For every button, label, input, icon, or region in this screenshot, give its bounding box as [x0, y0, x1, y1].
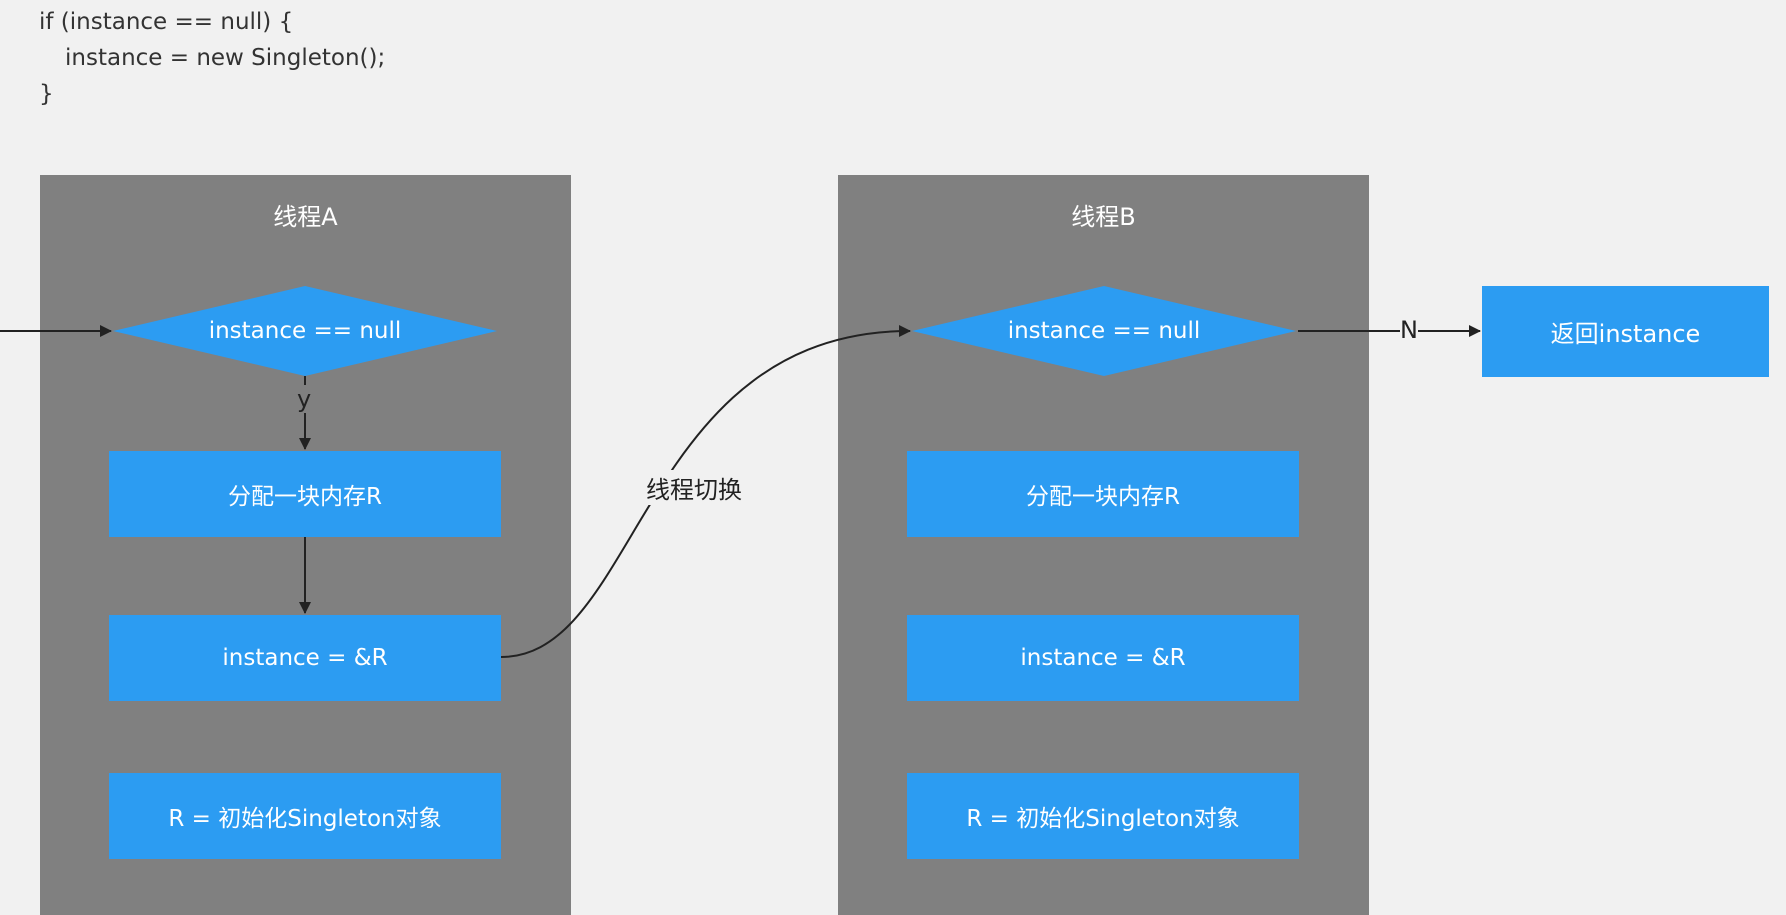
thread-a-condition-label: instance == null [208, 318, 402, 344]
code-line: instance = new Singleton(); [65, 45, 386, 71]
return-instance-box: 返回instance [1482, 286, 1769, 377]
thread-b-condition: instance == null [912, 286, 1296, 376]
thread-b-init-step: R = 初始化Singleton对象 [907, 773, 1299, 859]
thread-a-condition: instance == null [113, 286, 497, 376]
thread-a-title: 线程A [273, 203, 338, 231]
thread-switch-label: 线程切换 [646, 470, 742, 505]
diamond-shape [912, 286, 1296, 376]
code-line: } [39, 81, 54, 107]
no-label: N [1400, 316, 1418, 344]
code-snippet: if (instance == null) { instance = new S… [39, 4, 385, 112]
thread-a-alloc-step: 分配一块内存R [109, 451, 501, 537]
thread-a-assign-step: instance = &R [109, 615, 501, 701]
yes-label: y [297, 385, 312, 413]
thread-b-title: 线程B [1071, 203, 1136, 231]
code-line: if (instance == null) { [39, 9, 294, 35]
thread-b-assign-step: instance = &R [907, 615, 1299, 701]
thread-b-alloc-step: 分配一块内存R [907, 451, 1299, 537]
diamond-shape [113, 286, 497, 376]
thread-a-init-step: R = 初始化Singleton对象 [109, 773, 501, 859]
thread-b-condition-label: instance == null [1007, 318, 1201, 344]
